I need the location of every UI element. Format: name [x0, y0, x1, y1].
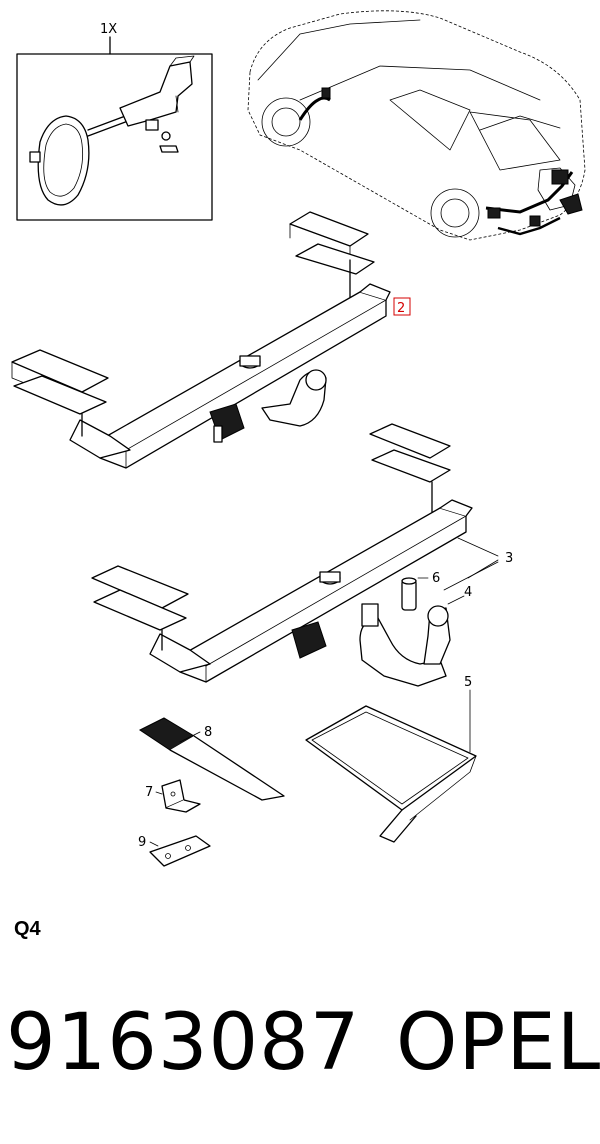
- inset-label: 1X: [100, 22, 117, 37]
- part-number: 9163087: [6, 998, 361, 1088]
- brand-name: OPEL: [396, 998, 600, 1088]
- parts-diagram: 1X: [11, 10, 586, 867]
- inset-box: 1X: [16, 22, 213, 221]
- seal-part-5: 5: [305, 675, 477, 843]
- callout-3: 3: [505, 551, 513, 566]
- callout-2: 2: [397, 301, 405, 316]
- tow-bar-assembly-2: 2: [11, 211, 411, 469]
- callout-6: 6: [432, 571, 440, 586]
- callout-4: 4: [464, 585, 472, 600]
- plate-part-9: 9: [138, 835, 211, 867]
- car-illustration: [247, 10, 586, 241]
- callout-7: 7: [145, 785, 153, 800]
- page-code: Q4: [14, 918, 41, 940]
- callout-8: 8: [204, 725, 212, 740]
- bracket-part-7: 7: [145, 779, 201, 813]
- callout-5: 5: [464, 675, 472, 690]
- tow-bar-assembly-3: 3 4 6: [91, 423, 513, 687]
- strap-part-8: 8: [139, 717, 285, 801]
- towing-mirror-illustration: [29, 55, 195, 206]
- callout-9: 9: [138, 835, 146, 850]
